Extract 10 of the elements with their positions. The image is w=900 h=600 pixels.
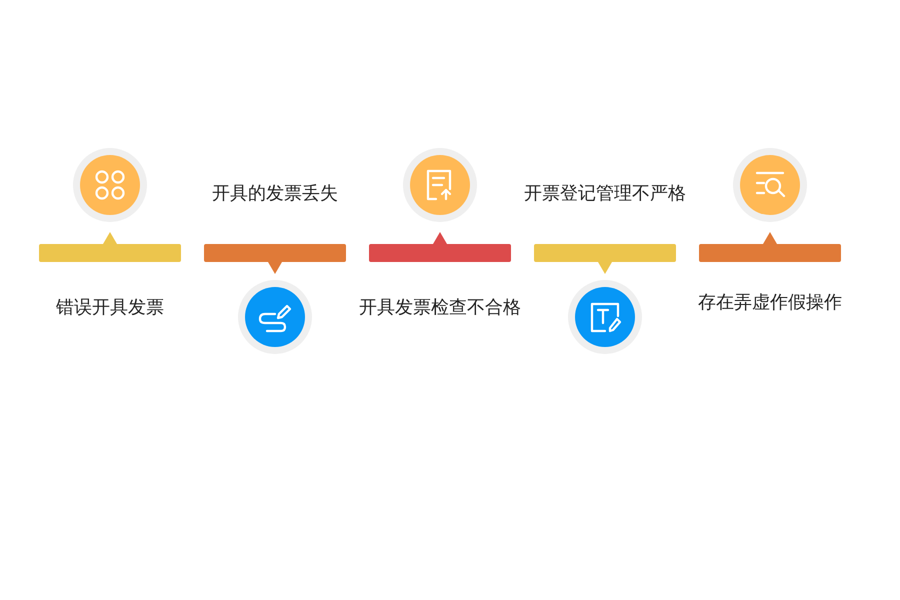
step-label: 开具发票检查不合格 [358, 297, 522, 319]
pointer-bar [39, 232, 181, 262]
step-label: 错误开具发票 [55, 297, 165, 319]
pointer-bar [699, 232, 841, 262]
step-label: 开具的发票丢失 [211, 183, 339, 205]
pointer-bar [369, 232, 511, 262]
step-label: 开票登记管理不严格 [523, 183, 687, 205]
pointer-bar [204, 244, 346, 274]
step-label: 存在弄虚作假操作 [697, 292, 843, 314]
pointer-bar [534, 244, 676, 274]
